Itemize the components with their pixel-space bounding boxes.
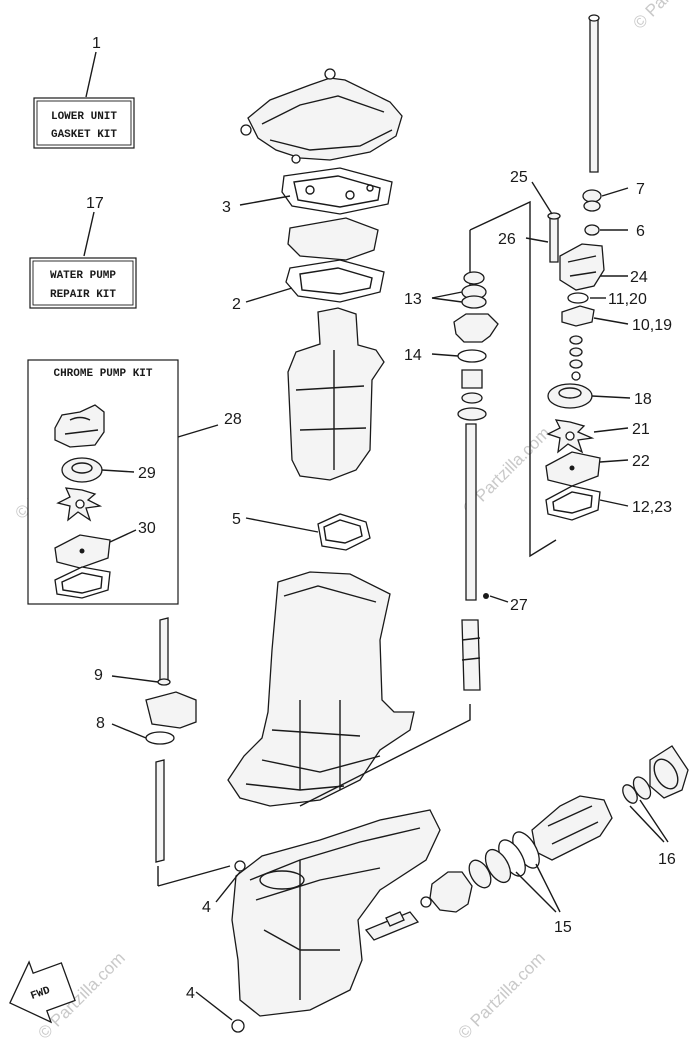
- propeller-shaft-housing: 16 15: [420, 745, 689, 936]
- upper-casing: [227, 571, 415, 807]
- callout-18: 18: [634, 391, 652, 408]
- callout-4-lower: 4: [186, 985, 195, 1002]
- callout-30: 30: [138, 520, 156, 537]
- callout-5: 5: [232, 511, 241, 528]
- gasket-kit-line2: GASKET KIT: [51, 129, 117, 141]
- callout-7: 7: [636, 181, 645, 198]
- callout-12-23: 12,23: [632, 499, 672, 516]
- callout-29: 29: [138, 465, 156, 482]
- callout-6: 6: [636, 223, 645, 240]
- callout-22: 22: [632, 453, 650, 470]
- pump-kit-line1: WATER PUMP: [50, 270, 116, 282]
- callout-10-19: 10,19: [632, 317, 672, 334]
- callout-26: 26: [498, 231, 516, 248]
- chrome-kit-title: CHROME PUMP KIT: [53, 368, 152, 380]
- pump-kit-line2: REPAIR KIT: [50, 289, 116, 301]
- callout-25: 25: [510, 169, 528, 186]
- kit-number-1: 1: [92, 35, 101, 52]
- callout-13: 13: [404, 291, 422, 308]
- lower-gearcase: 4 4: [186, 809, 441, 1033]
- gasket-kit-line1: LOWER UNIT: [51, 111, 117, 123]
- callout-21: 21: [632, 421, 650, 438]
- callout-15: 15: [554, 919, 572, 936]
- callout-2: 2: [232, 296, 241, 313]
- callout-14: 14: [404, 347, 422, 364]
- callout-8: 8: [96, 715, 105, 732]
- callout-4-upper: 4: [202, 899, 211, 916]
- callout-27: 27: [510, 597, 528, 614]
- kit-number-17: 17: [86, 195, 104, 212]
- water-pump-repair-kit: 17 WATER PUMP REPAIR KIT: [29, 195, 137, 309]
- callout-24: 24: [630, 269, 648, 286]
- callout-9: 9: [94, 667, 103, 684]
- watermark-bottom-right: © Partzilla.com: [454, 948, 548, 1042]
- exhaust-cover-stack: 3 2 5: [222, 68, 403, 551]
- drive-shaft: 13 14 27: [299, 200, 557, 807]
- water-pump-assembly: 7 6 25 26 24 11,20 10,19 18: [498, 14, 672, 521]
- watermark-top-right: © Partzilla.com: [629, 0, 700, 33]
- chrome-pump-kit: CHROME PUMP KIT 28 29 30: [27, 359, 242, 605]
- callout-11-20: 11,20: [608, 291, 647, 308]
- callout-3: 3: [222, 199, 231, 216]
- callout-16: 16: [658, 851, 676, 868]
- lower-unit-gasket-kit: 1 LOWER UNIT GASKET KIT: [33, 35, 135, 149]
- forward-arrow-badge: FWD: [9, 960, 76, 1024]
- kit-number-28: 28: [224, 411, 242, 428]
- shift-rod-assembly: 9 8: [94, 617, 231, 887]
